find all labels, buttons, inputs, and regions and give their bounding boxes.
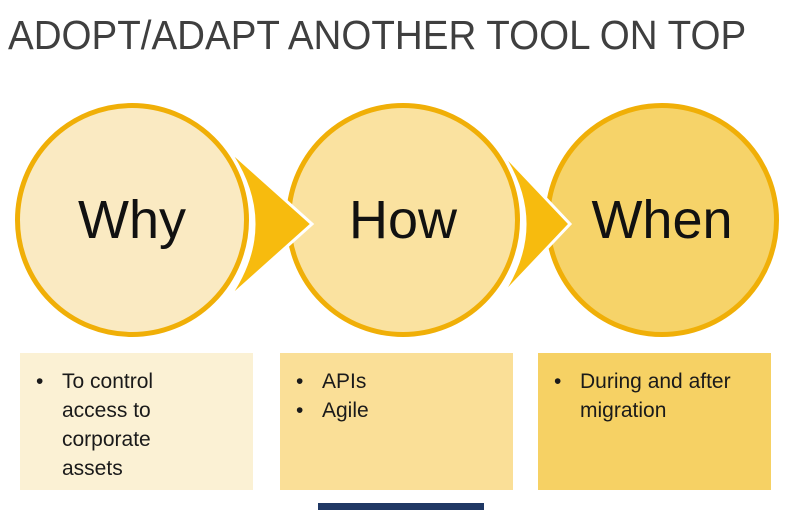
bullet-text: During and after migration (580, 370, 731, 422)
bullet-list: • To control access to corporate assets (32, 367, 243, 483)
bullet-item: • During and after migration (550, 367, 761, 425)
step-label-why: Why (78, 190, 186, 250)
step-circle-why: Why (15, 103, 249, 337)
bullet-dot-icon: • (554, 370, 562, 393)
bullet-list: • APIs • Agile (292, 367, 503, 425)
step-label-when: When (591, 190, 733, 250)
step-circle-when: When (545, 103, 779, 337)
detail-box-why: • To control access to corporate assets (20, 353, 253, 490)
detail-box-when: • During and after migration (538, 353, 771, 490)
bullet-item: • Agile (292, 396, 503, 425)
bullet-list: • During and after migration (550, 367, 761, 425)
bullet-dot-icon: • (296, 399, 304, 422)
step-circle-how: How (286, 103, 520, 337)
bullet-text: To control access to corporate assets (62, 370, 154, 480)
bullet-text: Agile (322, 399, 369, 422)
bullet-dot-icon: • (296, 370, 304, 393)
footer-bar (318, 503, 484, 510)
bullet-dot-icon: • (36, 370, 44, 393)
detail-box-how: • APIs • Agile (280, 353, 513, 490)
bullet-text: APIs (322, 370, 367, 393)
bullet-item: • To control access to corporate assets (32, 367, 243, 483)
slide-title: ADOPT/ADAPT ANOTHER TOOL ON TOP (8, 12, 747, 58)
step-label-how: How (348, 190, 458, 250)
bullet-item: • APIs (292, 367, 503, 396)
